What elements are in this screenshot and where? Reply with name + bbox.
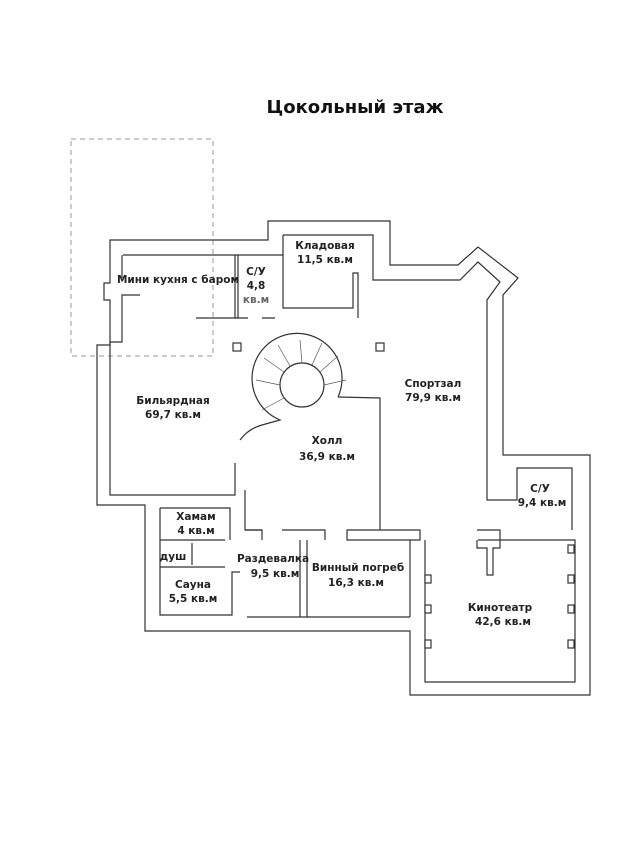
room-label-wine: Винный погреб	[312, 562, 404, 574]
room-label-kitchen: Мини кухня с баром	[117, 274, 239, 286]
column	[232, 342, 242, 352]
room-label-wc2: С/У	[530, 483, 550, 495]
room-label-billiard: Бильярдная	[136, 395, 210, 407]
inner-wall	[109, 254, 573, 540]
room-area-wine: 16,3 кв.м	[328, 577, 384, 589]
room-area-billiard: 69,7 кв.м	[145, 409, 201, 421]
dressing-wine-walls	[245, 529, 421, 618]
cinema-pillar	[476, 540, 501, 576]
room-label-gym: Спортзал	[405, 378, 462, 390]
terrace-outline	[70, 138, 214, 357]
room-area-storage: 11,5 кв.м	[297, 254, 353, 266]
room-area-hall: 36,9 кв.м	[299, 451, 355, 463]
room-area-cinema: 42,6 кв.м	[475, 616, 531, 628]
room-area-wc2: 9,4 кв.м	[518, 497, 567, 509]
plan-title: Цокольный этаж	[267, 97, 444, 118]
room-label-hammam: Хамам	[176, 511, 215, 523]
spa-walls	[159, 507, 240, 616]
outer-wall	[96, 220, 591, 696]
room-unit-wc1: кв.м	[243, 294, 269, 306]
cinema-walls	[424, 529, 576, 683]
room-label-storage: Кладовая	[295, 240, 355, 252]
column	[375, 342, 385, 352]
room-label-shower: душ	[160, 551, 186, 563]
room-area-hammam: 4 кв.м	[177, 525, 214, 537]
wc1-walls	[196, 255, 275, 319]
room-area-wc1: 4,8	[247, 280, 266, 292]
room-label-sauna: Сауна	[175, 579, 211, 591]
spiral-staircase	[239, 332, 381, 530]
room-label-cinema: Кинотеатр	[468, 602, 533, 614]
room-area-sauna: 5,5 кв.м	[169, 593, 218, 605]
room-area-dressing: 9,5 кв.м	[251, 568, 300, 580]
room-label-wc1: С/У	[246, 266, 266, 278]
room-label-hall: Холл	[312, 435, 343, 447]
room-area-gym: 79,9 кв.м	[405, 392, 461, 404]
room-label-dressing: Раздевалка	[237, 553, 309, 565]
storage-walls	[282, 234, 374, 318]
cinema-columns	[424, 544, 575, 649]
